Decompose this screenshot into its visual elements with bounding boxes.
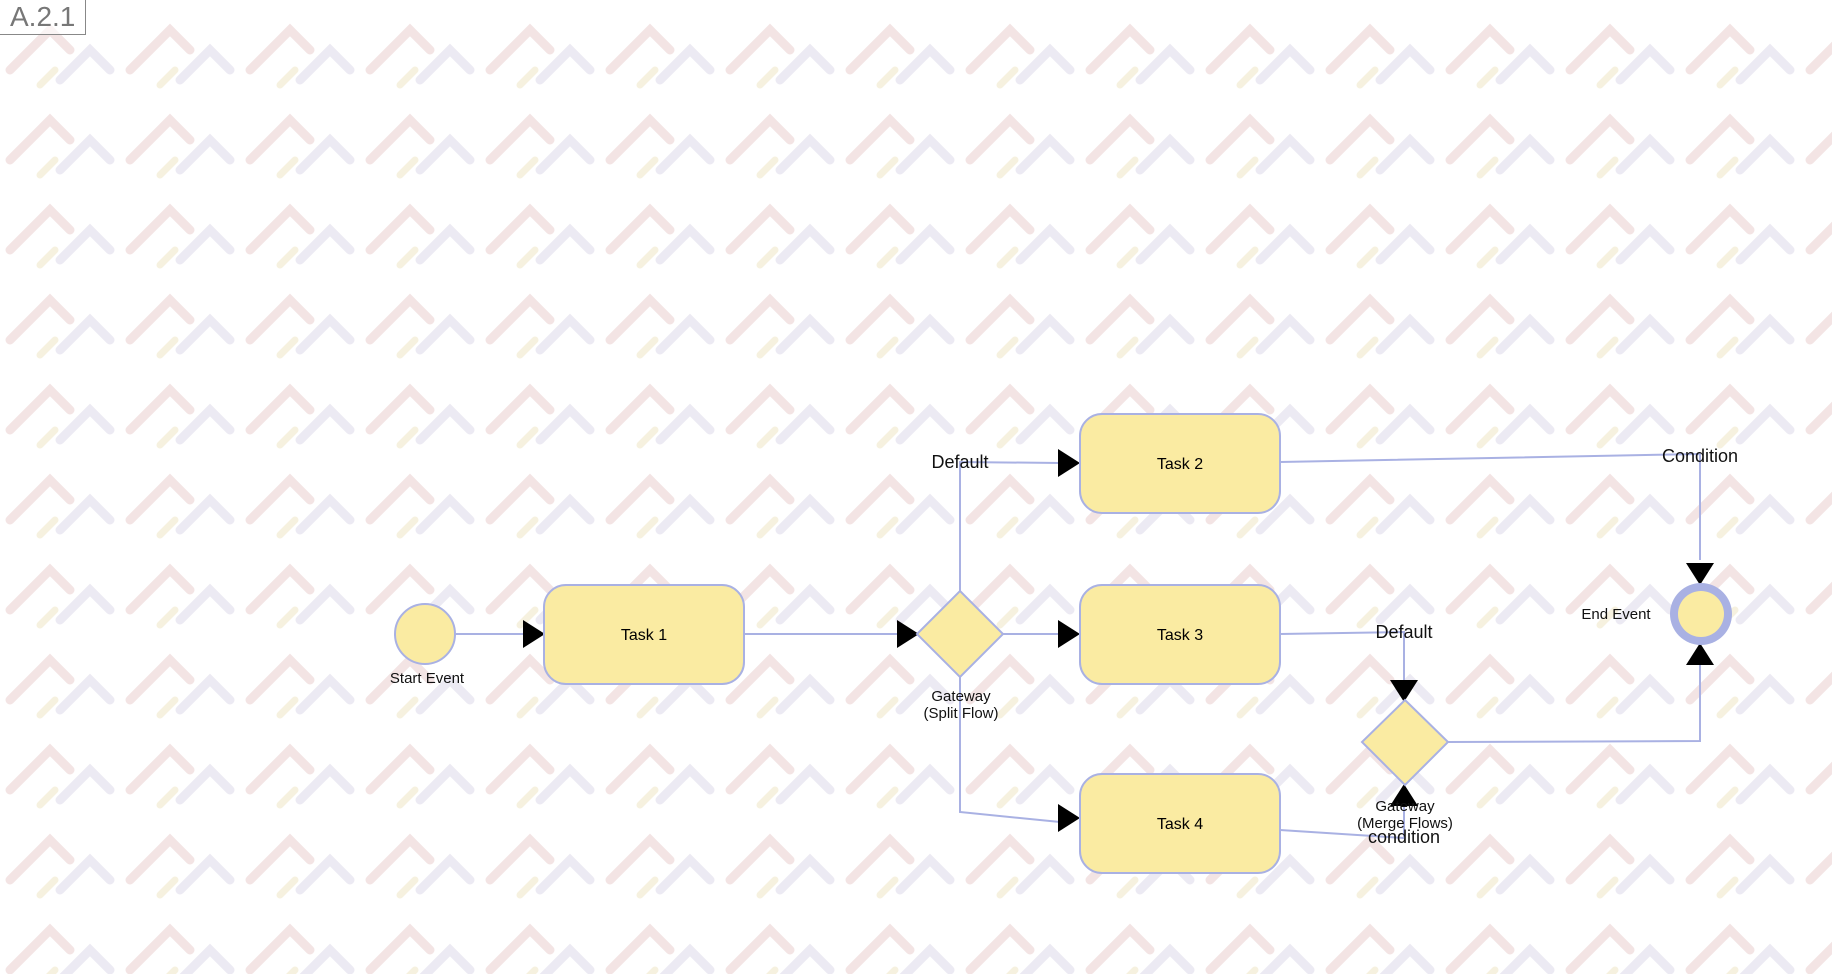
arrowhead-split-in [897,620,919,648]
task1-node[interactable] [543,584,745,685]
task4-label: Task 4 [1157,816,1203,833]
arrowhead-task4-in [1058,804,1080,832]
arrowhead-end-top [1686,563,1714,585]
page-id-label: A.2.1 [0,0,87,35]
merge-gateway-label-line2: (Merge Flows) [1357,815,1453,832]
arrowhead-merge-bottom [1390,784,1418,806]
task3-label: Task 3 [1157,627,1203,644]
flow-task4-to-merge-label: condition [1368,827,1440,847]
flow-task3-to-merge-label: Default [1375,622,1432,642]
task2-label: Task 2 [1157,456,1203,473]
task3-node[interactable] [1079,584,1281,685]
arrowhead-merge-top [1390,680,1418,702]
sequence-flows [456,452,1701,840]
arrowhead-task1-in [523,620,545,648]
merge-gateway-label-line1: Gateway [1375,798,1435,815]
flow-task4-to-merge[interactable] [1279,796,1405,840]
start-event-node[interactable] [394,603,456,665]
start-event-label: Start Event [390,670,465,687]
flow-task3-to-merge[interactable] [1279,630,1405,688]
task1-label: Task 1 [621,627,667,644]
end-event-label: End Event [1581,606,1651,623]
flow-split-to-task2[interactable] [959,460,1061,592]
arrowhead-task3-in [1058,620,1080,648]
task2-node[interactable] [1079,413,1281,514]
split-gateway-label-line2: (Split Flow) [923,705,998,722]
task4-node[interactable] [1079,773,1281,874]
arrowhead-end-bottom [1686,643,1714,665]
arrowhead-task2-in [1058,449,1080,477]
merge-gateway-node[interactable] [1360,698,1450,787]
flow-split-to-task2-label: Default [931,452,988,472]
arrowheads [523,449,1714,832]
end-event-node[interactable] [1678,591,1724,637]
flow-task2-to-end[interactable] [1279,452,1701,560]
split-gateway-node[interactable] [915,589,1005,679]
flow-merge-to-end[interactable] [1447,665,1701,743]
flow-task2-to-end-label: Condition [1662,446,1738,466]
flow-split-to-task4[interactable] [959,676,1061,823]
split-gateway-label-line1: Gateway [931,688,991,705]
